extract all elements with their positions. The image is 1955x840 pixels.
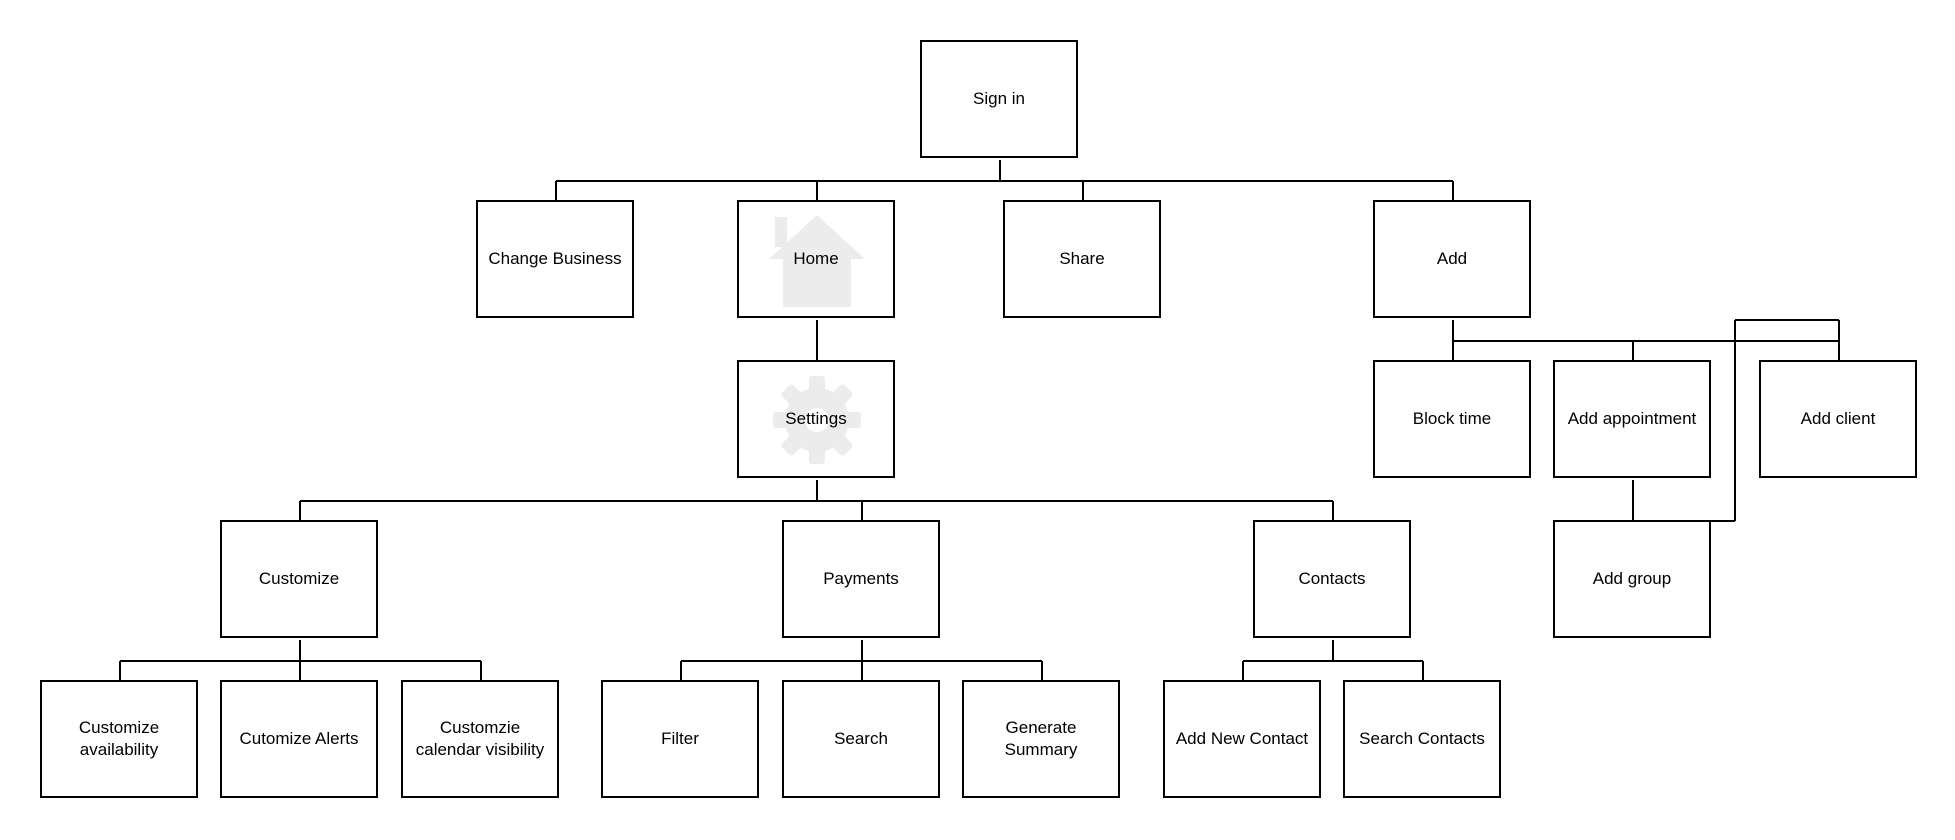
node-label: Customize availability [78, 718, 160, 759]
node-label: Filter [661, 729, 699, 748]
node-label: Home [793, 249, 839, 268]
node-search: Search [782, 680, 940, 798]
node-change-business: Change Business [476, 200, 634, 318]
node-label: Settings [785, 409, 847, 428]
node-label: Search [834, 729, 888, 748]
node-label: Add group [1592, 569, 1672, 588]
node-search-contacts: Search Contacts [1343, 680, 1501, 798]
node-contacts: Contacts [1253, 520, 1411, 638]
node-label: Sign in [973, 89, 1025, 108]
node-label: Payments [823, 569, 899, 588]
node-label: Cutomize Alerts [239, 729, 359, 748]
node-block-time: Block time [1373, 360, 1531, 478]
node-filter: Filter [601, 680, 759, 798]
node-label: Add client [1800, 409, 1876, 428]
node-customize-availability: Customize availability [40, 680, 198, 798]
node-label: Contacts [1298, 569, 1366, 588]
node-payments: Payments [782, 520, 940, 638]
node-sign-in: Sign in [920, 40, 1078, 158]
node-add-group: Add group [1553, 520, 1711, 638]
node-label: Change Business [488, 249, 622, 268]
node-label: Customize [258, 569, 340, 588]
node-add-appointment: Add appointment [1553, 360, 1711, 478]
node-cutomize-alerts: Cutomize Alerts [220, 680, 378, 798]
node-label: Add [1436, 249, 1468, 268]
node-add-client: Add client [1759, 360, 1917, 478]
node-generate-summary: Generate Summary [962, 680, 1120, 798]
node-label: Share [1059, 249, 1105, 268]
node-label: Customzie calendar visibility [415, 718, 545, 759]
node-share: Share [1003, 200, 1161, 318]
node-add: Add [1373, 200, 1531, 318]
node-label: Add New Contact [1175, 729, 1309, 748]
node-label: Search Contacts [1359, 729, 1485, 748]
node-home: Home [737, 200, 895, 318]
node-settings: Settings [737, 360, 895, 478]
node-label: Block time [1412, 409, 1492, 428]
node-customzie-calendar-visibility: Customzie calendar visibility [401, 680, 559, 798]
node-add-new-contact: Add New Contact [1163, 680, 1321, 798]
node-customize: Customize [220, 520, 378, 638]
node-label: Add appointment [1567, 409, 1697, 428]
node-label: Generate Summary [1004, 718, 1078, 759]
